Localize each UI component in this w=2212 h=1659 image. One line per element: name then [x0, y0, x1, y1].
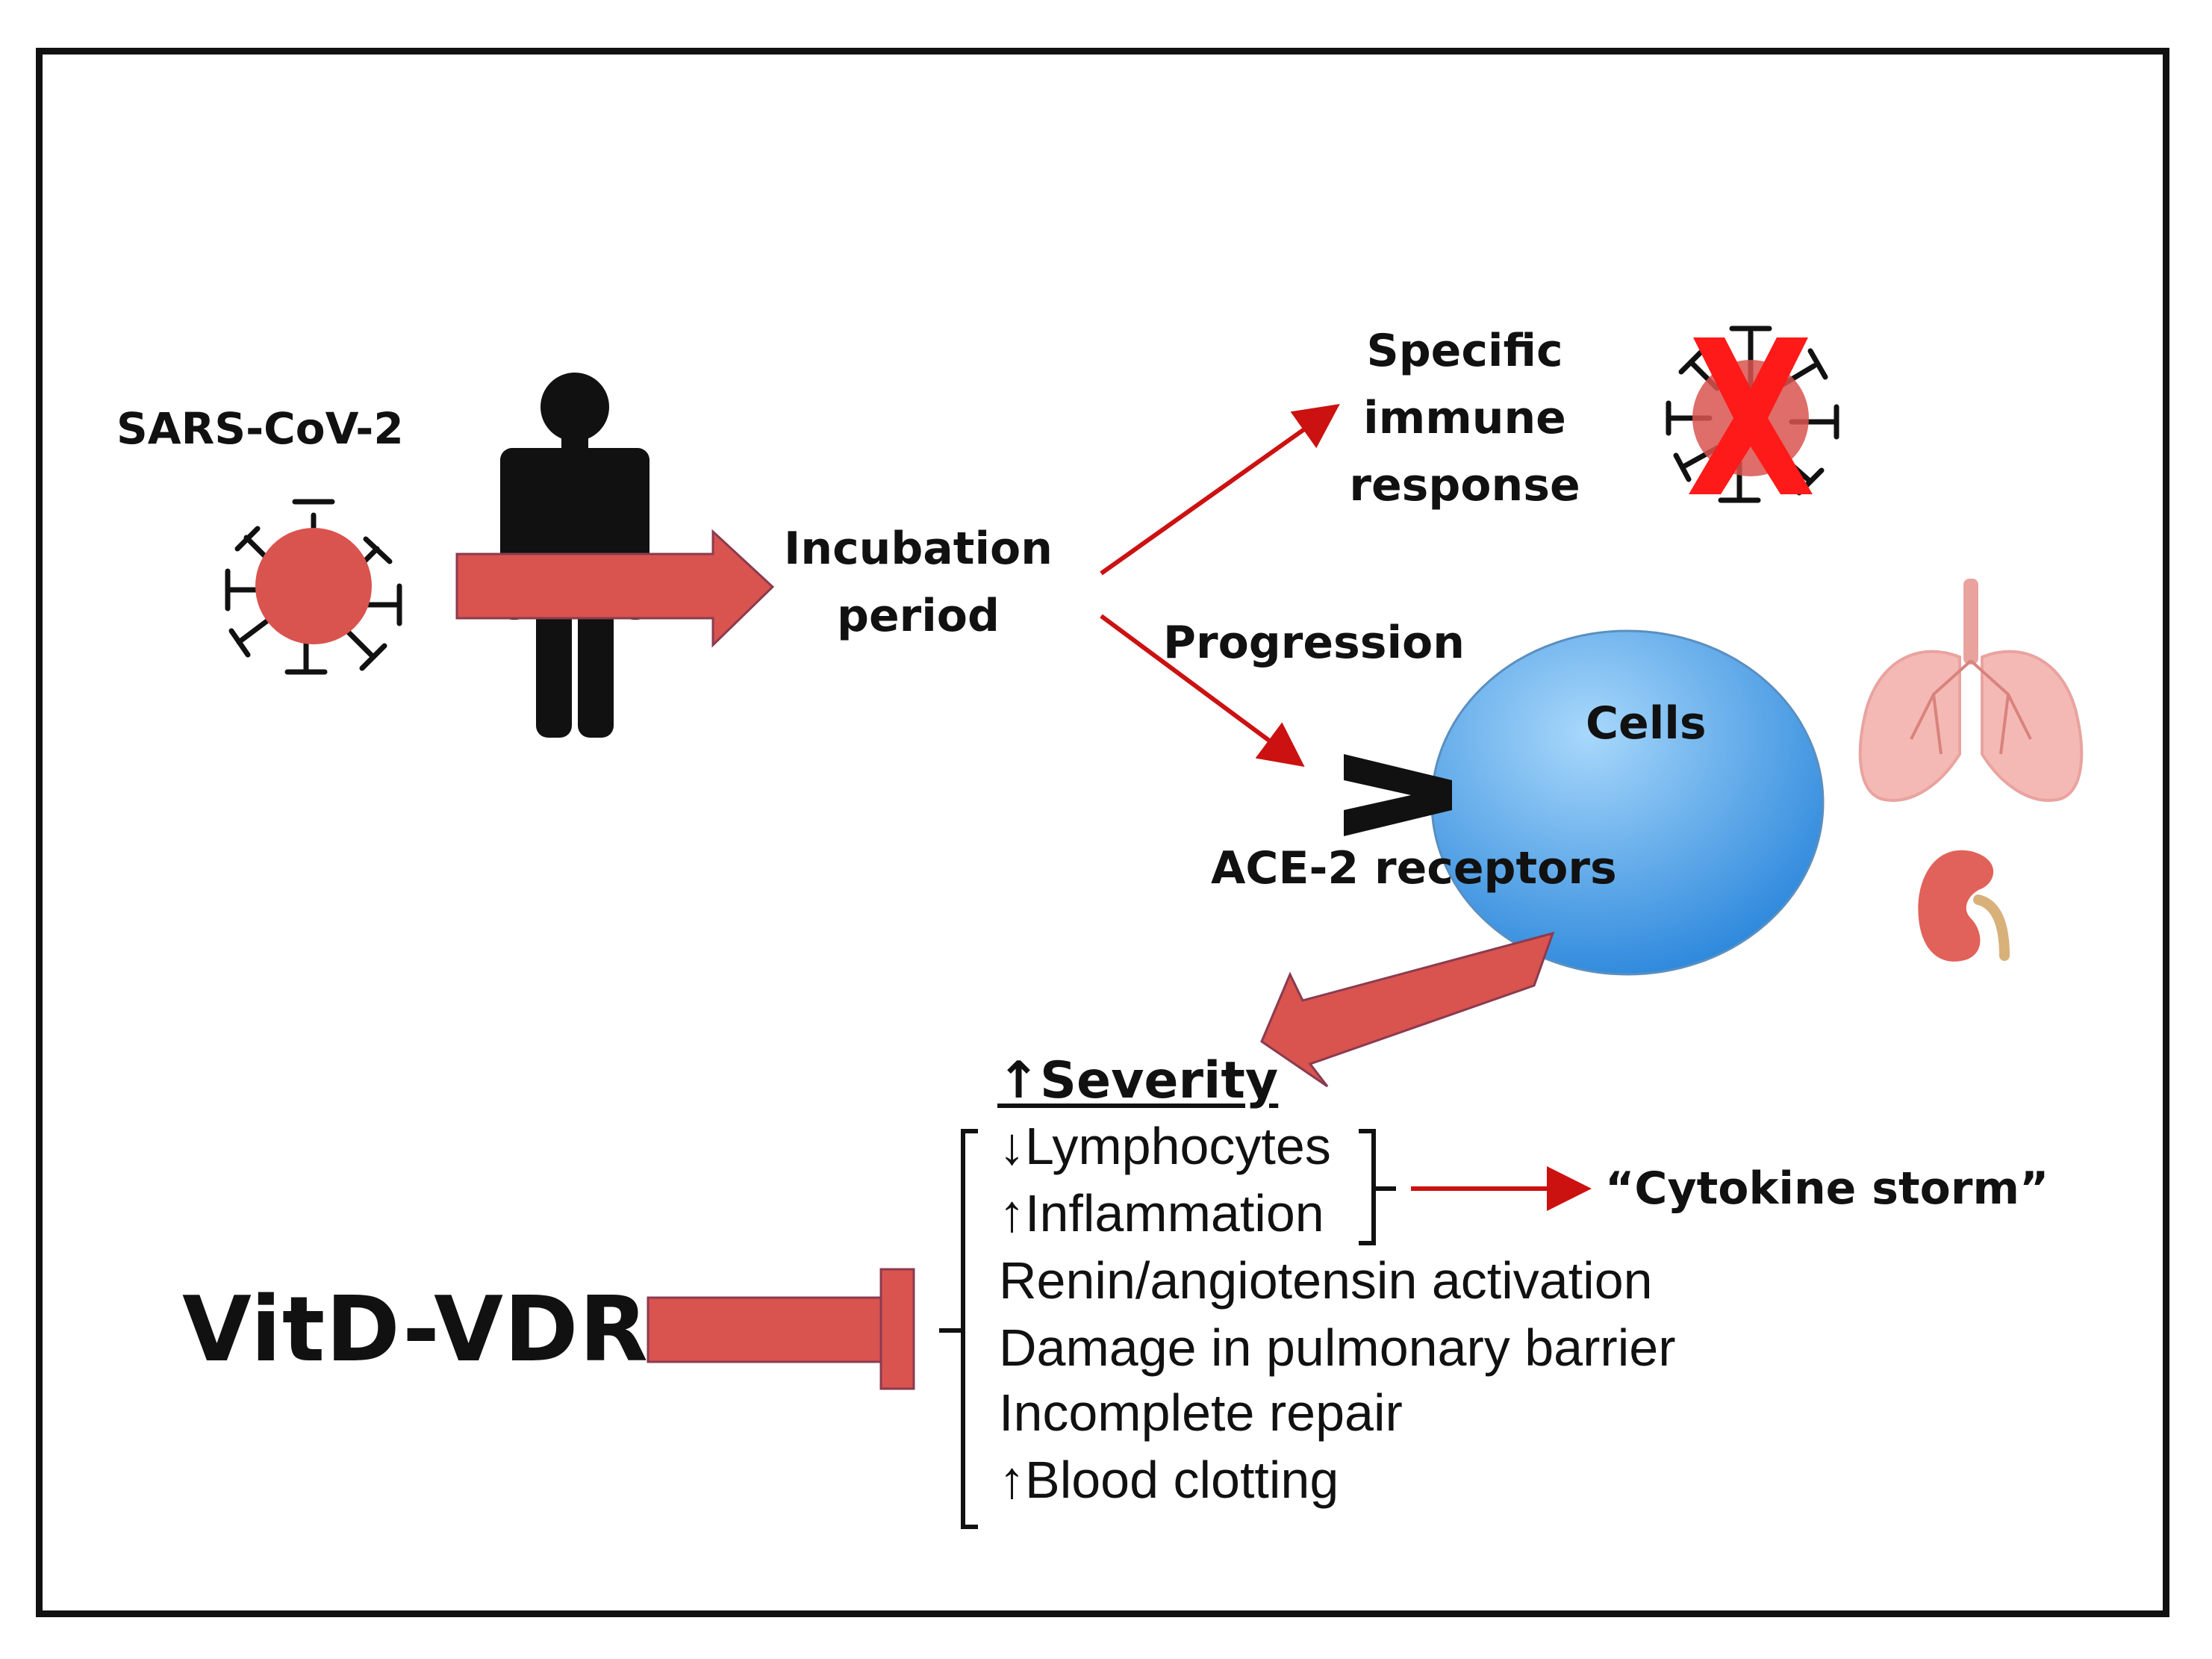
- severity-item-renin: Renin/angiotensin activation: [999, 1251, 1653, 1310]
- virus-icon: [225, 499, 402, 675]
- kidney-icon: [1918, 850, 2010, 962]
- incubation-line-1: Incubation: [784, 523, 1053, 575]
- cells-label: Cells: [1586, 697, 1707, 750]
- vitd-vdr-label: VitD-VDR: [182, 1278, 649, 1382]
- arrow-to-immune-response: [1100, 404, 1340, 576]
- severity-left-bracket: [961, 1129, 978, 1529]
- vitd-inhibition-bar: [647, 1296, 885, 1363]
- incubation-label: Incubation period: [784, 515, 1053, 650]
- vitd-inhibition-cap: [879, 1268, 915, 1390]
- cytokine-storm-label: “Cytokine storm”: [1605, 1162, 2049, 1215]
- lymph-inflam-right-bracket: [1359, 1129, 1376, 1245]
- immune-line-1: Specific: [1366, 325, 1563, 377]
- immune-line-3: response: [1349, 459, 1580, 511]
- arrow-progression: [1100, 614, 1305, 768]
- progression-label: Progression: [1163, 617, 1465, 669]
- severity-item-lymphocytes: ↓Lymphocytes: [999, 1117, 1331, 1175]
- cell-to-severity-block-arrow: [1260, 931, 1555, 1088]
- crossed-virus-icon: [1666, 326, 1839, 503]
- severity-title: ↑Severity: [997, 1051, 1279, 1110]
- severity-item-pulmonary-damage: Damage in pulmonary barrier: [999, 1319, 1676, 1377]
- cell-icon: [1430, 629, 1825, 976]
- virus-label: SARS-CoV-2: [116, 403, 404, 454]
- immune-line-2: immune: [1363, 392, 1566, 444]
- ace2-receptor-icon: [1344, 754, 1452, 836]
- severity-item-inflammation: ↑Inflammation: [999, 1184, 1324, 1242]
- lungs-icon: [1858, 579, 2084, 802]
- severity-item-blood-clotting: ↑Blood clotting: [999, 1451, 1339, 1509]
- incubation-line-2: period: [837, 590, 1000, 642]
- outer-frame: [36, 48, 2169, 1617]
- severity-item-incomplete-repair: Incomplete repair: [999, 1383, 1403, 1442]
- immune-response-label: Specific immune response: [1349, 317, 1580, 519]
- entry-block-arrow: [455, 529, 775, 648]
- ace2-receptors-label: ACE-2 receptors: [1211, 842, 1617, 894]
